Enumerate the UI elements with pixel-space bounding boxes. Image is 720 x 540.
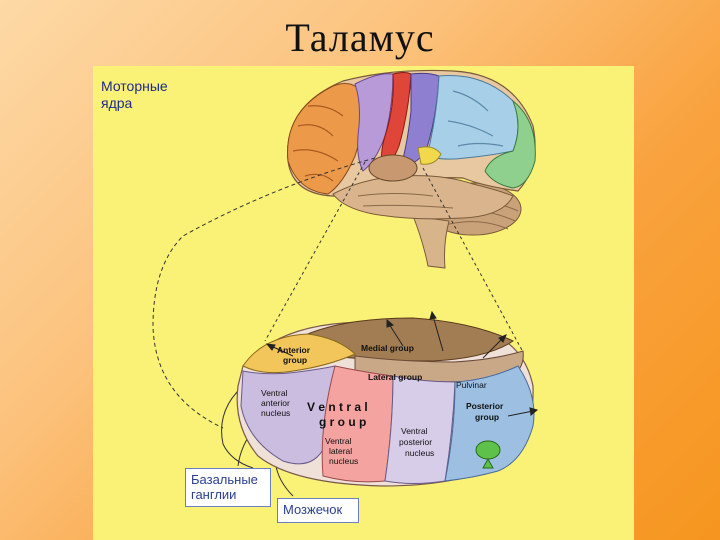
label-va-1: Ventral — [261, 388, 288, 398]
label-anterior-group: Anterior — [277, 345, 311, 355]
label-lateral-group: Lateral group — [368, 372, 422, 382]
label-va-2: anterior — [261, 398, 290, 408]
label-ventral: V e n t r a l — [307, 400, 368, 414]
label-anterior-group-2: group — [283, 355, 307, 365]
label-vl-3: nucleus — [329, 456, 358, 466]
label-posterior-group: Posterior — [466, 401, 504, 411]
brain-illustration — [287, 69, 536, 269]
label-pulvinar: Pulvinar — [456, 380, 487, 390]
thalamus-figure: Anterior group Medial group Lateral grou… — [93, 66, 634, 540]
label-posterior-group-2: group — [475, 412, 499, 422]
thalamus-arrows — [265, 310, 539, 417]
label-group: g r o u p — [319, 415, 366, 429]
label-vl-1: Ventral — [325, 436, 352, 446]
label-vp-3: nucleus — [405, 448, 434, 458]
label-vp-2: posterior — [399, 437, 432, 447]
label-medial-group: Medial group — [361, 343, 414, 353]
label-vl-2: lateral — [329, 446, 352, 456]
label-vp-1: Ventral — [401, 426, 428, 436]
brain-thalamus-diagram: Anterior group Medial group Lateral grou… — [152, 69, 539, 497]
basal-ganglia-label: Базальные ганглии — [185, 468, 271, 507]
thalamus-illustration — [236, 317, 535, 487]
motor-nuclei-label: Моторные ядра — [101, 78, 168, 111]
slide-title: Таламус — [285, 15, 435, 60]
label-va-3: nucleus — [261, 408, 290, 418]
cerebellum-label: Мозжечок — [277, 498, 359, 523]
